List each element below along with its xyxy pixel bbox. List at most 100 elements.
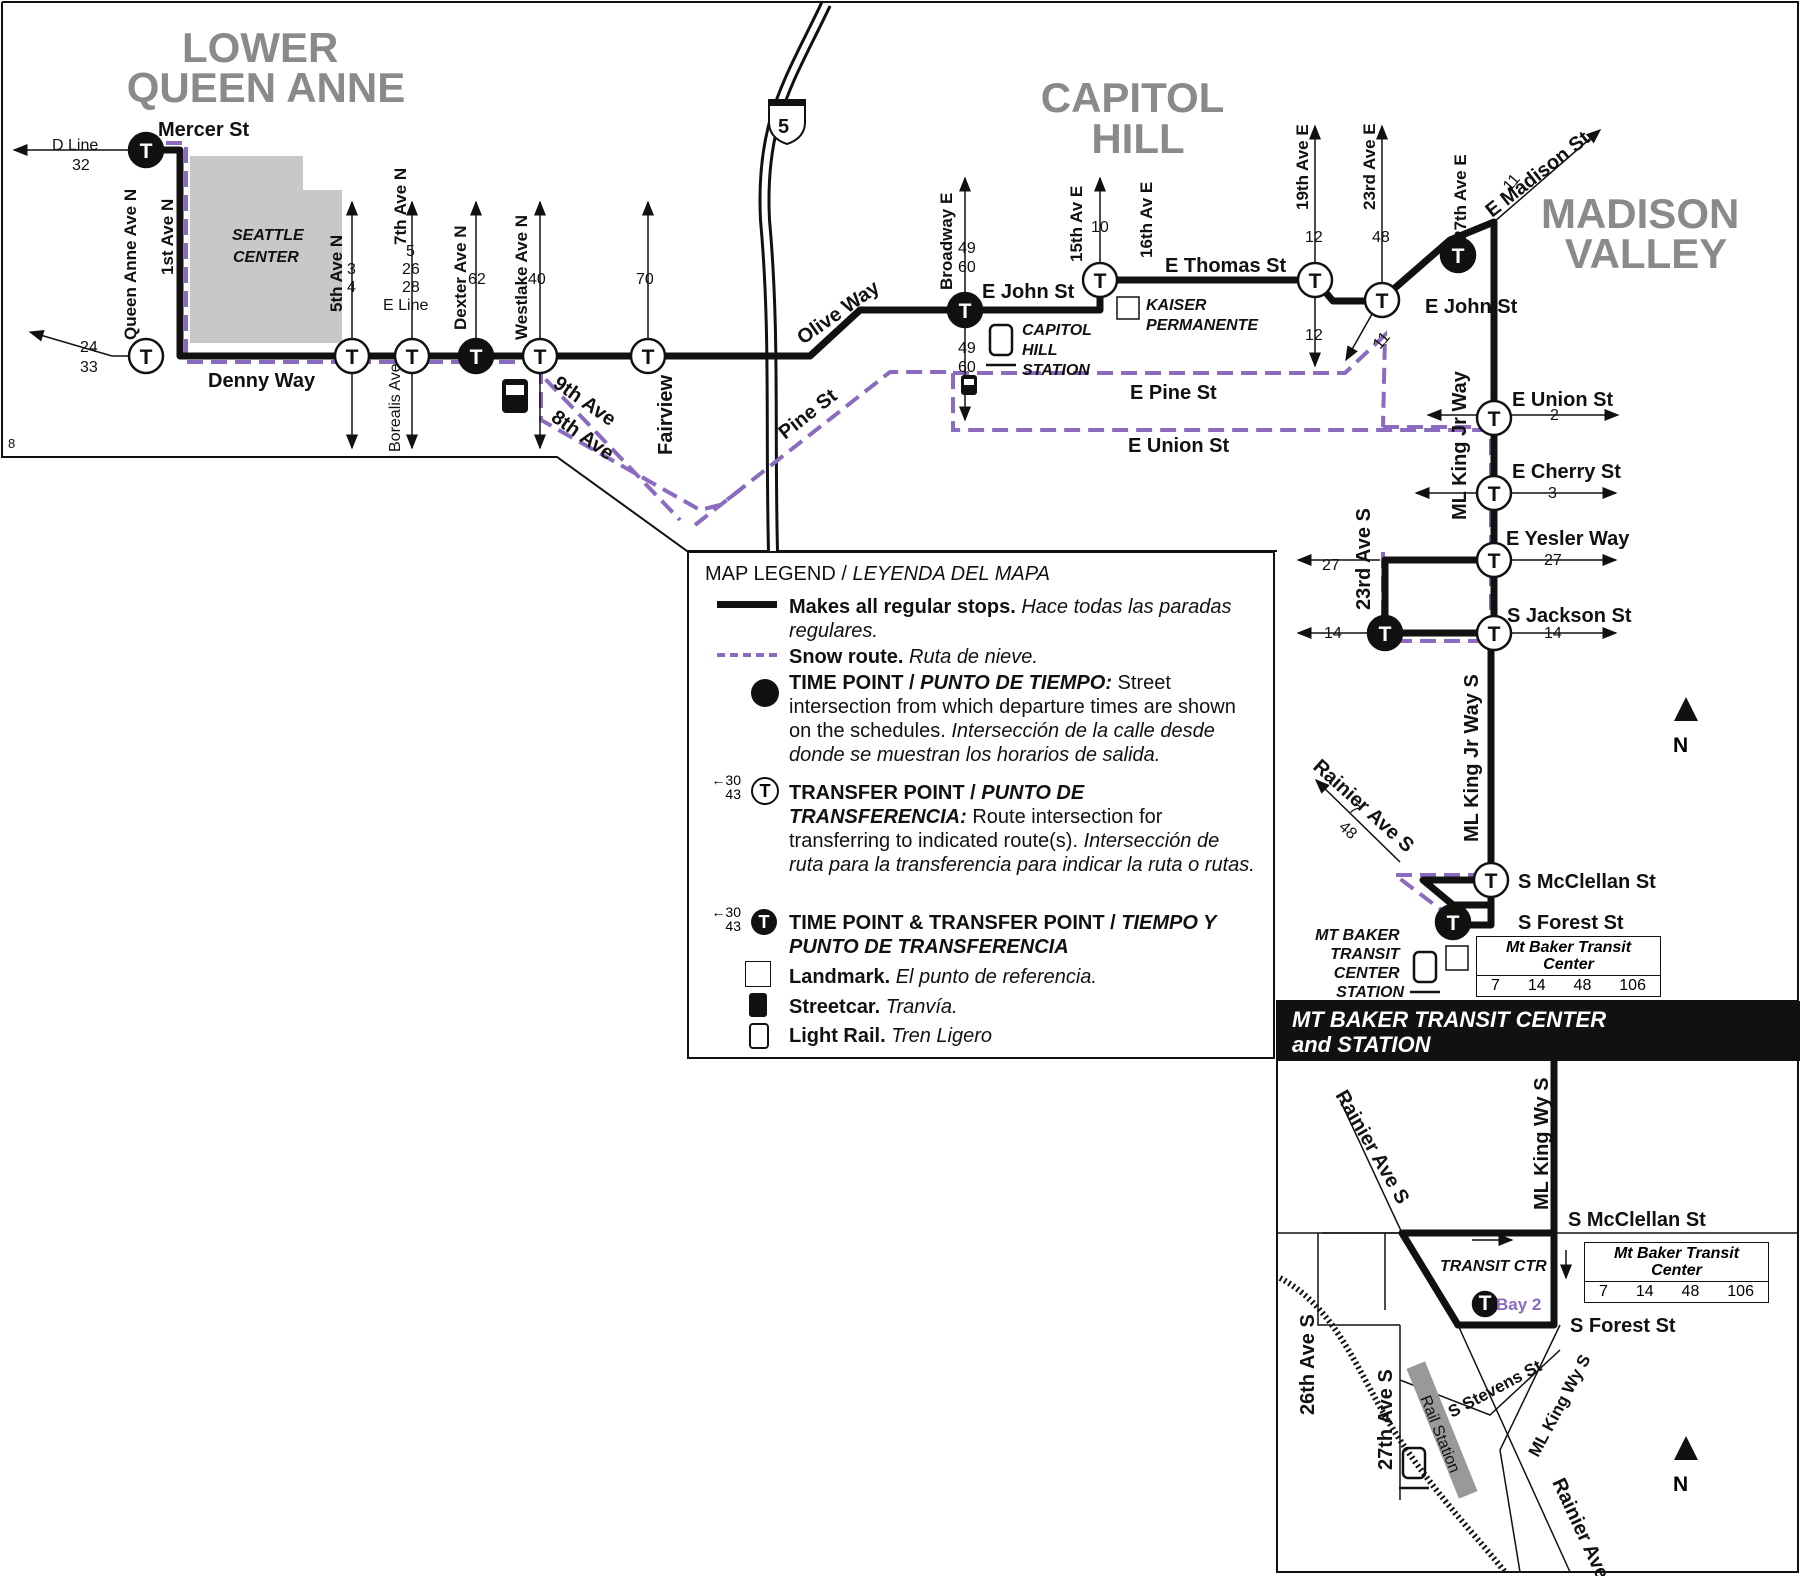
street-7th-ave: 7th Ave N bbox=[391, 168, 410, 245]
street-westlake: Westlake Ave N bbox=[512, 215, 531, 340]
time-point-mercer: T bbox=[127, 131, 165, 169]
mt-baker-routes-box: Mt Baker Transit Center 7 14 48 106 bbox=[1476, 936, 1661, 997]
time-point-bay2: T bbox=[1471, 1290, 1499, 1318]
svg-text:T: T bbox=[1488, 408, 1501, 431]
street-thomas: E Thomas St bbox=[1165, 255, 1286, 277]
north-arrow: N N bbox=[1673, 697, 1698, 1496]
kaiser-landmark bbox=[1116, 296, 1140, 320]
street-27th-e: 27th Ave E bbox=[1451, 154, 1470, 240]
street-queen-anne: Queen Anne Ave N bbox=[121, 189, 140, 340]
time-point-27th: T bbox=[1439, 236, 1477, 274]
svg-text:Bay 2: Bay 2 bbox=[1496, 1295, 1541, 1314]
streetcar-icon bbox=[502, 375, 977, 413]
svg-text:T: T bbox=[346, 346, 359, 369]
svg-text:T: T bbox=[1488, 623, 1501, 646]
svg-text:Rainier Ave S: Rainier Ave S bbox=[1547, 1475, 1621, 1576]
street-1st-ave: 1st Ave N bbox=[158, 199, 177, 275]
street-19th: 19th Ave E bbox=[1293, 124, 1312, 210]
area-capitol-hill: CAPITOL HILL bbox=[1041, 74, 1235, 162]
transfer-point-15th: T bbox=[1081, 261, 1119, 299]
stops: T T T T T T T T T T T T T T T T T T T T bbox=[127, 131, 1513, 1318]
svg-text:11: 11 bbox=[1370, 329, 1394, 353]
svg-text:T: T bbox=[1379, 623, 1392, 646]
svg-text:T: T bbox=[534, 346, 547, 369]
svg-text:T: T bbox=[1452, 245, 1465, 268]
svg-text:T: T bbox=[470, 346, 483, 369]
transfer-point-7th: T bbox=[393, 337, 431, 375]
inset-map: Rail Station TRANSIT CTR Bay 2 Rainier A… bbox=[1277, 1061, 1798, 1576]
svg-text:T: T bbox=[1094, 270, 1107, 293]
svg-text:S Forest St: S Forest St bbox=[1570, 1315, 1676, 1337]
transfer-point-fairview: T bbox=[629, 337, 667, 375]
street-23rd-s: 23rd Ave S bbox=[1353, 508, 1375, 610]
svg-text:5: 5 bbox=[778, 116, 789, 138]
svg-text:T: T bbox=[959, 300, 972, 323]
street-e-union-label: E Union St bbox=[1128, 435, 1229, 457]
svg-text:T: T bbox=[1376, 290, 1389, 313]
area-madison-valley: MADISON VALLEY bbox=[1541, 190, 1751, 277]
svg-text:T: T bbox=[140, 140, 153, 163]
transfer-point-5th: T bbox=[333, 337, 371, 375]
svg-text:ML King Wy S: ML King Wy S bbox=[1531, 1077, 1553, 1210]
area-lower-queen-anne: LOWER QUEEN ANNE bbox=[127, 24, 405, 111]
capitol-station-label: CAPITOL HILL STATION bbox=[1022, 322, 1096, 379]
mt-baker-transit-center-bar: MT BAKER TRANSIT CENTER and STATION bbox=[1277, 1001, 1800, 1061]
street-broadway: Broadway E bbox=[937, 193, 956, 290]
transfer-point-19th: T bbox=[1296, 261, 1334, 299]
svg-text:T: T bbox=[1485, 870, 1498, 893]
transfer-point-23rd: T bbox=[1363, 281, 1401, 319]
time-point-dexter: T bbox=[457, 337, 495, 375]
street-15th: 15th Av E bbox=[1067, 186, 1086, 262]
svg-text:26th Ave S: 26th Ave S bbox=[1297, 1314, 1319, 1415]
street-denny: Denny Way bbox=[208, 370, 316, 392]
street-mlk-jr-s: ML King Jr Way S bbox=[1461, 674, 1483, 842]
street-jackson: S Jackson St bbox=[1507, 605, 1632, 627]
street-23rd-e: 23rd Ave E bbox=[1360, 123, 1379, 210]
street-mercer: Mercer St bbox=[158, 119, 249, 141]
map-legend: MAP LEGEND / LEYENDA DEL MAPA Makes all … bbox=[687, 551, 1275, 1059]
svg-text:N: N bbox=[1673, 1473, 1688, 1496]
transfer-point-westlake: T bbox=[521, 337, 559, 375]
street-dexter: Dexter Ave N bbox=[451, 225, 470, 330]
transfer-point-jackson: T bbox=[1475, 614, 1513, 652]
street-cherry: E Cherry St bbox=[1512, 461, 1621, 483]
street-16th: 16th Av E bbox=[1137, 182, 1156, 258]
inset-routes-box: Mt Baker Transit Center 7 14 48 106 bbox=[1584, 1242, 1769, 1303]
svg-text:TRANSIT CTR: TRANSIT CTR bbox=[1440, 1258, 1547, 1275]
svg-text:T: T bbox=[1447, 912, 1460, 935]
street-mcclellan: S McClellan St bbox=[1518, 871, 1656, 893]
mt-baker-station-label: MT BAKER TRANSIT CENTER STATION bbox=[1315, 927, 1404, 1001]
svg-text:S McClellan St: S McClellan St bbox=[1568, 1209, 1706, 1231]
street-e-john-2: E John St bbox=[1425, 296, 1518, 318]
svg-text:T: T bbox=[140, 346, 153, 369]
kaiser-label: KAISER PERMANENTE bbox=[1146, 297, 1259, 334]
legend-title: MAP LEGEND / LEYENDA DEL MAPA bbox=[705, 563, 1050, 585]
svg-text:T: T bbox=[1479, 1292, 1492, 1315]
street-mlk-jr: ML King Jr Way bbox=[1449, 370, 1471, 520]
svg-text:48: 48 bbox=[1335, 818, 1360, 843]
street-5th-ave: 5th Ave N bbox=[327, 235, 346, 312]
svg-text:T: T bbox=[1488, 550, 1501, 573]
light-rail-icon bbox=[986, 323, 1440, 1490]
transfer-point-queen-anne: T bbox=[127, 337, 165, 375]
transfer-point-mcclellan: T bbox=[1472, 861, 1510, 899]
street-borealis: Borealis Ave bbox=[387, 363, 404, 452]
svg-text:T: T bbox=[642, 346, 655, 369]
street-fairview: Fairview bbox=[655, 375, 677, 455]
svg-text:T: T bbox=[1488, 483, 1501, 506]
street-yesler: E Yesler Way bbox=[1506, 528, 1630, 550]
svg-text:27th Ave S: 27th Ave S bbox=[1375, 1369, 1397, 1470]
svg-text:T: T bbox=[406, 346, 419, 369]
svg-text:T: T bbox=[1309, 270, 1322, 293]
svg-text:Rainier Ave S: Rainier Ave S bbox=[1331, 1087, 1414, 1208]
time-point-broadway: T bbox=[946, 291, 984, 329]
mt-baker-landmark bbox=[1445, 945, 1469, 971]
street-union: E Union St bbox=[1512, 389, 1613, 411]
street-e-john: E John St bbox=[982, 281, 1075, 303]
time-point-23rd-s: T bbox=[1366, 614, 1404, 652]
i5-shield: 5 bbox=[768, 99, 806, 146]
seattle-center-area bbox=[190, 156, 342, 343]
route-numbers: D Line 32 24 33 3 4 5 26 28 E Line 62 40… bbox=[8, 137, 1566, 642]
svg-text:N: N bbox=[1673, 734, 1688, 757]
